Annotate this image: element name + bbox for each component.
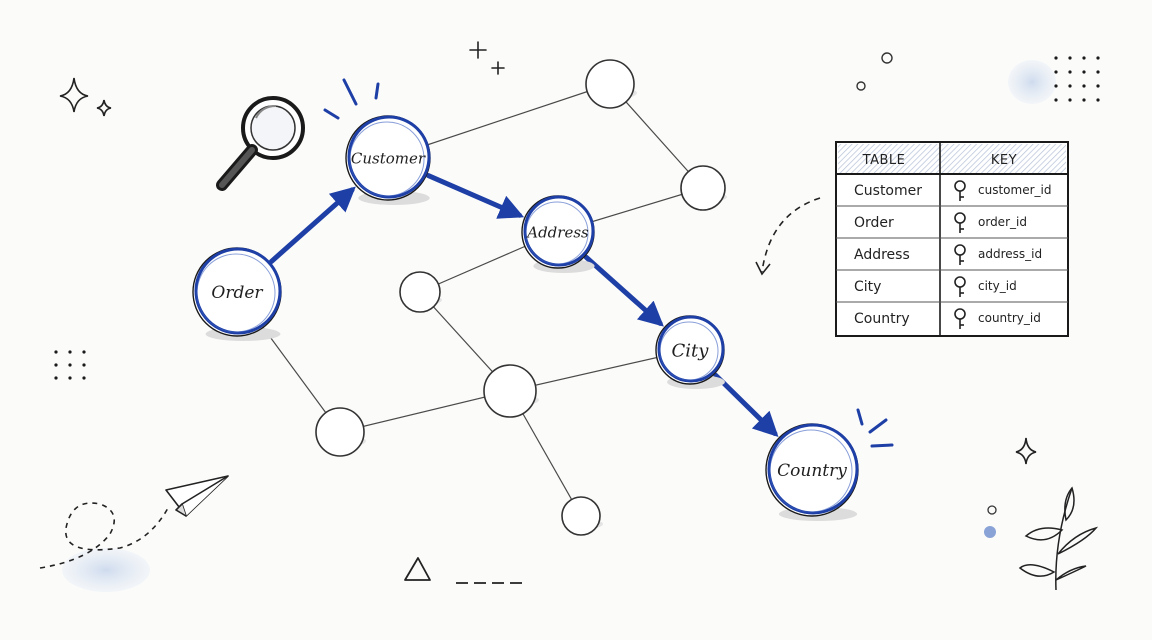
curved-dashed-arrow bbox=[755, 197, 821, 276]
dot bbox=[68, 376, 72, 380]
dot bbox=[1068, 84, 1072, 88]
dot bbox=[54, 376, 58, 380]
table-cell-key: country_id bbox=[978, 311, 1041, 325]
path-node-country[interactable]: Country bbox=[765, 423, 859, 521]
node-label: City bbox=[672, 340, 710, 361]
dot bbox=[54, 350, 58, 354]
paper-plane-icon bbox=[39, 475, 229, 592]
dot bbox=[68, 350, 72, 354]
dot bbox=[1054, 98, 1058, 102]
sparkle-icon bbox=[59, 77, 1037, 465]
node-label: Order bbox=[211, 283, 263, 303]
graph-node bbox=[585, 59, 635, 109]
magnifier-icon bbox=[216, 96, 305, 191]
edge bbox=[339, 390, 511, 433]
path-node-customer[interactable]: Customer bbox=[345, 115, 431, 205]
table-row: Customer customer_id bbox=[854, 180, 1051, 201]
dot bbox=[1082, 70, 1086, 74]
path-node-city[interactable]: City bbox=[655, 315, 725, 389]
table-cell-name: Customer bbox=[854, 183, 922, 199]
dot bbox=[1068, 56, 1072, 60]
emphasis-strokes bbox=[323, 78, 894, 448]
table-cell-name: City bbox=[854, 279, 881, 295]
table-header-table: TABLE bbox=[862, 153, 906, 168]
table-cell-key: customer_id bbox=[978, 183, 1051, 197]
key-icon bbox=[954, 276, 966, 297]
table-header-key: KEY bbox=[991, 153, 1017, 168]
table-cell-name: Address bbox=[854, 247, 910, 263]
dot bbox=[1096, 84, 1100, 88]
table-cell-name: Country bbox=[854, 311, 910, 327]
dot bbox=[1068, 98, 1072, 102]
graph-node bbox=[399, 271, 441, 313]
table-row: City city_id bbox=[854, 276, 1017, 297]
triangle-icon bbox=[404, 557, 526, 584]
path-arrow-customer-address bbox=[425, 173, 525, 219]
key-icon bbox=[954, 180, 966, 201]
key-icon bbox=[954, 308, 966, 329]
key-icon bbox=[954, 212, 966, 233]
table-cell-key: order_id bbox=[978, 215, 1027, 229]
path-arrow-address-city bbox=[583, 254, 664, 327]
path-arrow-city-country bbox=[713, 372, 779, 438]
graph-node bbox=[483, 364, 537, 418]
path-arrow-order-customer bbox=[268, 186, 356, 264]
node-label: Customer bbox=[351, 149, 426, 167]
table-cell-name: Order bbox=[854, 215, 894, 231]
dot bbox=[54, 363, 58, 367]
graph-node bbox=[561, 496, 601, 536]
dot bbox=[68, 363, 72, 367]
dot bbox=[1082, 84, 1086, 88]
table-row: Country country_id bbox=[854, 308, 1041, 329]
dot bbox=[1054, 84, 1058, 88]
dot bbox=[1054, 56, 1058, 60]
plus-icon bbox=[469, 41, 505, 75]
dot bbox=[1096, 56, 1100, 60]
table-cell-key: address_id bbox=[978, 247, 1042, 261]
dot bbox=[82, 376, 86, 380]
table-row: Order order_id bbox=[854, 212, 1027, 233]
path-edges bbox=[268, 173, 779, 438]
dot bbox=[82, 363, 86, 367]
background-nodes bbox=[315, 59, 727, 536]
leaf-sprig-icon bbox=[1018, 486, 1099, 591]
graph-node bbox=[315, 407, 365, 457]
path-node-address[interactable]: Address bbox=[521, 195, 595, 273]
node-label: Country bbox=[777, 461, 847, 481]
dot bbox=[1082, 98, 1086, 102]
table-row: Address address_id bbox=[854, 244, 1042, 265]
dot bbox=[1068, 70, 1072, 74]
dot bbox=[1096, 98, 1100, 102]
key-icon bbox=[954, 244, 966, 265]
dot bbox=[1082, 56, 1086, 60]
node-label: Address bbox=[525, 223, 589, 241]
graph-node bbox=[680, 165, 726, 211]
path-node-order[interactable]: Order bbox=[192, 247, 282, 341]
dot bbox=[1096, 70, 1100, 74]
decor-dots bbox=[54, 52, 1100, 538]
table-cell-key: city_id bbox=[978, 279, 1017, 293]
dot bbox=[1054, 70, 1058, 74]
dot bbox=[82, 350, 86, 354]
